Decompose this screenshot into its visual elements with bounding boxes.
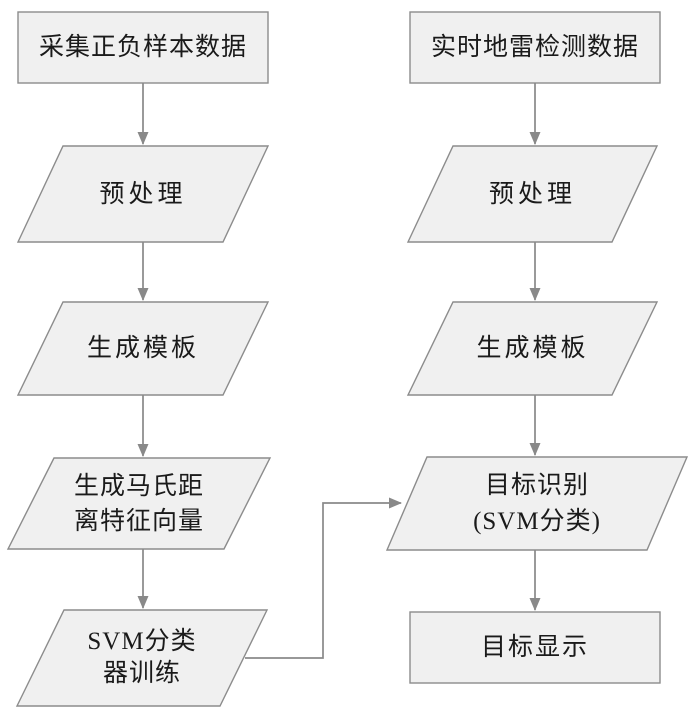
node-generate-template-left-shape	[16, 301, 270, 396]
node-realtime-data-shape	[409, 11, 661, 84]
connector-svmtrain-to-recognition	[245, 497, 402, 659]
node-target-display-shape	[409, 611, 661, 684]
node-collect-samples-shape	[17, 11, 269, 84]
node-mahalanobis-vector-shape	[6, 457, 272, 550]
node-preprocess-left-shape	[16, 145, 270, 243]
node-svm-training-shape	[15, 609, 269, 707]
node-preprocess-right-shape	[406, 145, 659, 243]
node-generate-template-right-shape	[406, 301, 659, 396]
node-target-recognition-shape	[385, 456, 689, 551]
